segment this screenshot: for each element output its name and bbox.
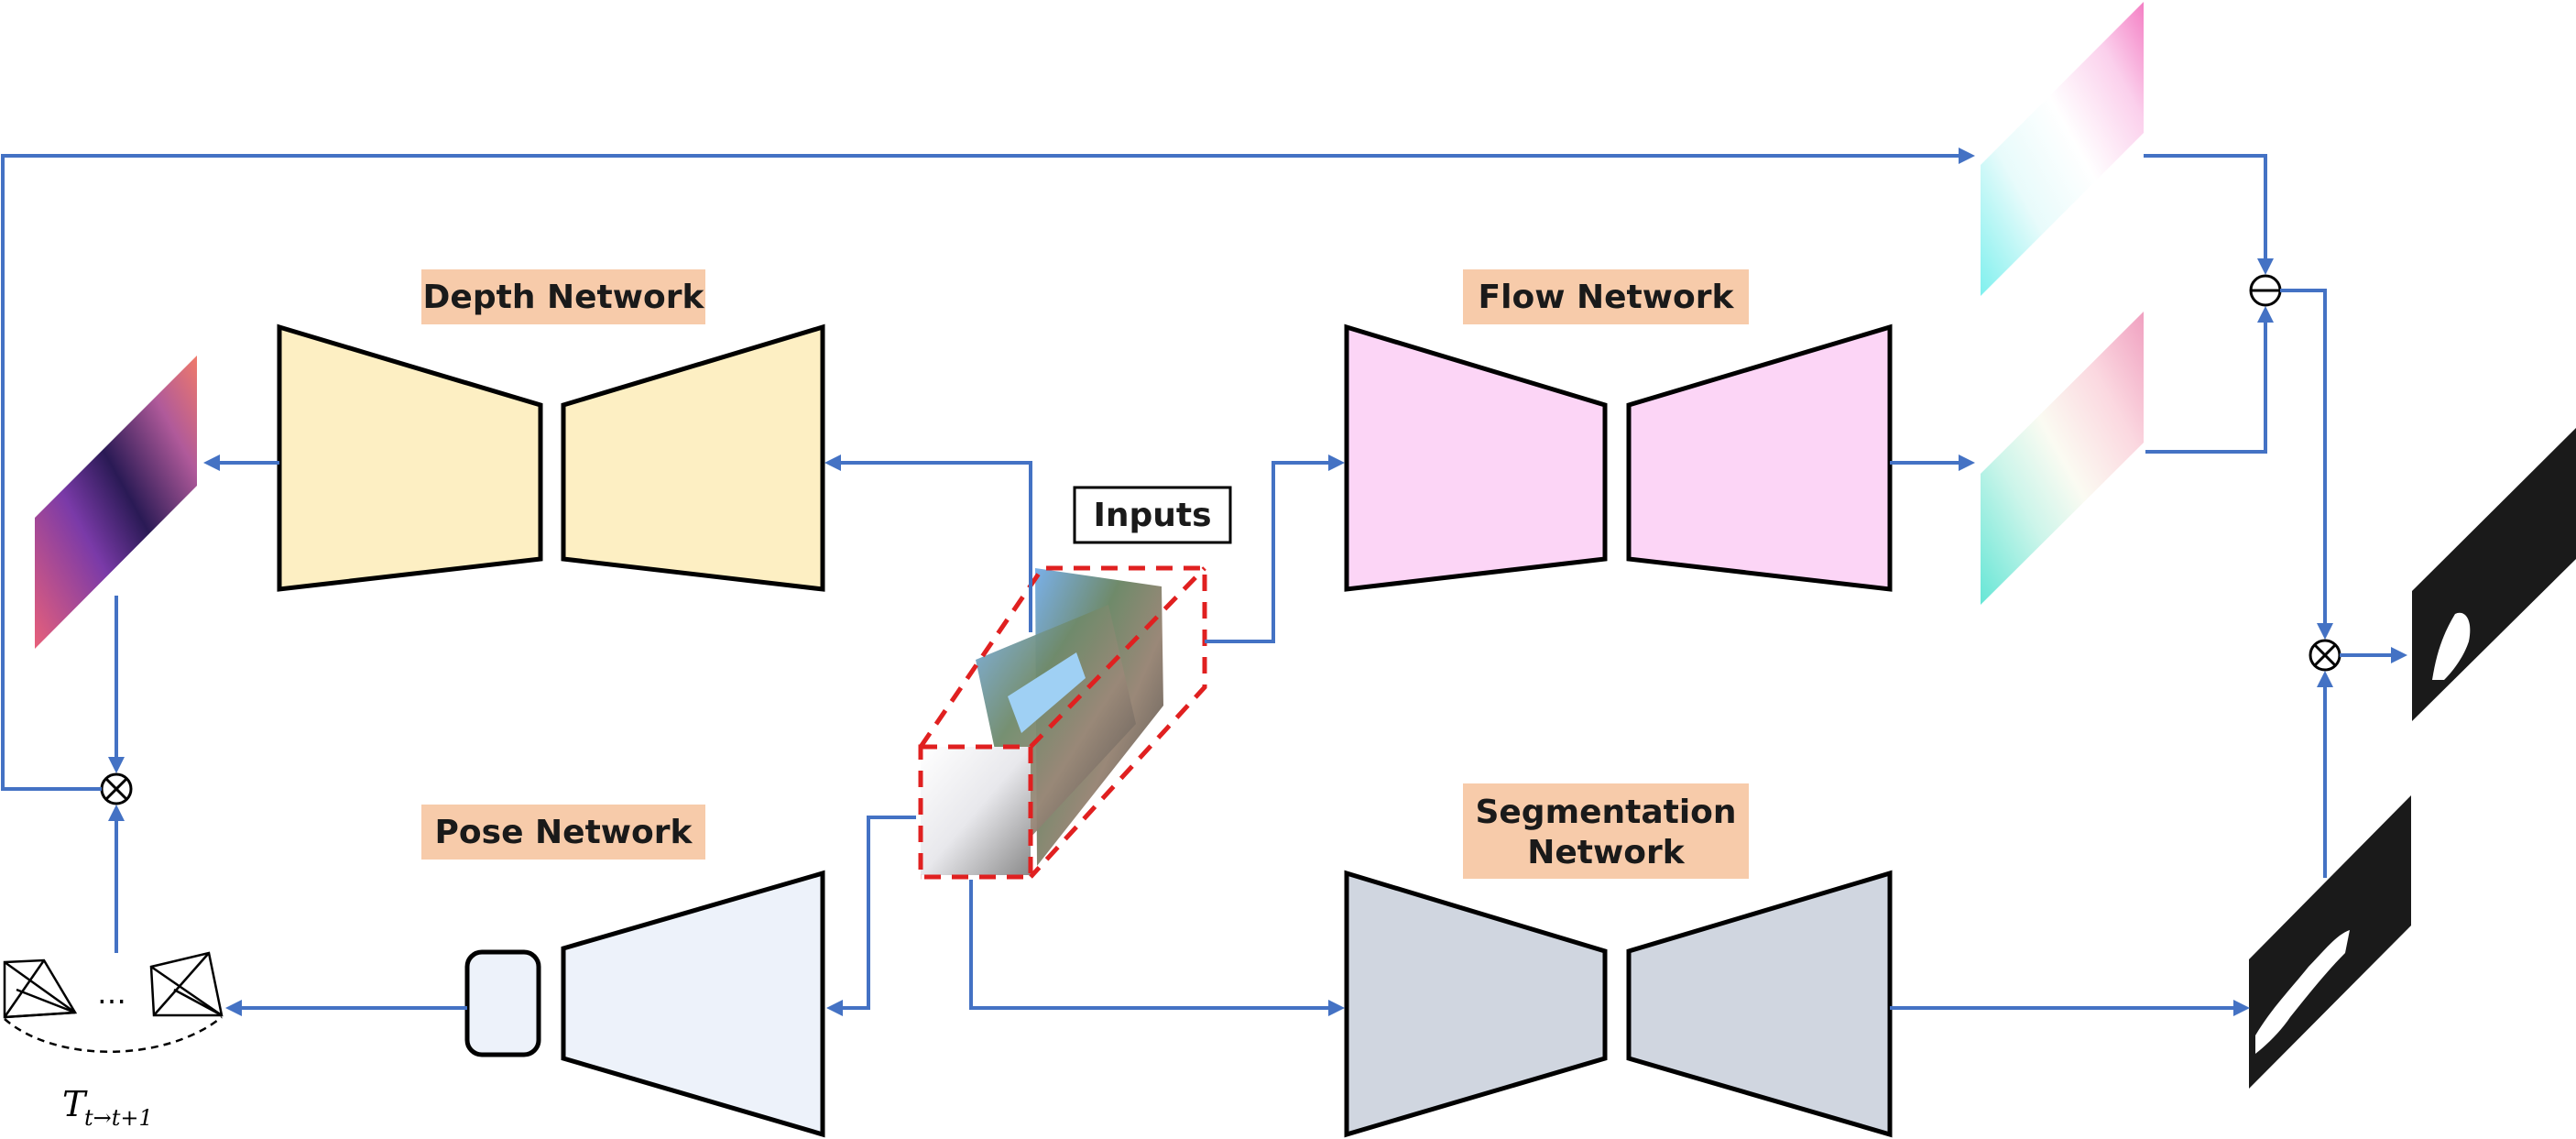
input-frame-front: [921, 747, 1031, 875]
flow-network-label: Flow Network: [1463, 269, 1749, 324]
pose-network-label-text: Pose Network: [435, 814, 693, 851]
pose-encoder: [561, 870, 825, 1138]
inputs-label: Inputs: [1073, 486, 1232, 544]
circled-minus-icon: [2249, 274, 2282, 307]
segmentation-encoder: [1344, 870, 1608, 1138]
segmentation-network-label-line1: Segmentation: [1475, 794, 1736, 831]
camera-frustum-icon: [149, 951, 224, 1017]
camera-trajectory: [4, 1016, 223, 1053]
depth-network: [277, 323, 825, 592]
circled-times-icon: [2309, 639, 2341, 672]
flow-encoder: [1344, 323, 1608, 592]
flow-network-label-text: Flow Network: [1479, 279, 1735, 316]
rigid-flow-map: [1981, 312, 2144, 605]
input-frame-sky: [1008, 652, 1086, 733]
depth-encoder: [277, 323, 543, 592]
segmentation-network-label: Segmentation Network: [1463, 783, 1749, 879]
moving-object-mask-output: [2412, 428, 2576, 721]
inputs-label-text: Inputs: [1093, 497, 1211, 534]
depth-network-label: Depth Network: [421, 269, 705, 324]
full-flow-map: [1981, 2, 2144, 296]
camera-frustum-icon: [3, 958, 78, 1019]
inputs-dashed-outline: [918, 565, 1207, 880]
pose-network-label: Pose Network: [421, 805, 705, 860]
transform-subscript: t→t+1: [84, 1105, 153, 1131]
pose-network: [464, 870, 825, 1138]
depth-network-label-text: Depth Network: [423, 279, 705, 316]
depth-decoder: [561, 323, 825, 592]
segmentation-decoder: [1626, 870, 1893, 1138]
segmentation-mask-output: [2249, 795, 2411, 1089]
segmentation-network-label-line2: Network: [1527, 834, 1685, 871]
circled-times-icon: [100, 772, 133, 805]
flow-decoder: [1626, 323, 1893, 592]
flow-network: [1344, 323, 1893, 592]
transform-symbol: T: [62, 1084, 88, 1124]
camera-ellipsis: …: [97, 976, 126, 1011]
transform-label: T t→t+1: [62, 1084, 153, 1131]
input-frames-stack: [918, 565, 1207, 880]
connectors: [1, 148, 2407, 1016]
pose-head: [464, 949, 541, 1057]
depth-map-output: [35, 356, 197, 649]
segmentation-network: [1344, 870, 1893, 1138]
